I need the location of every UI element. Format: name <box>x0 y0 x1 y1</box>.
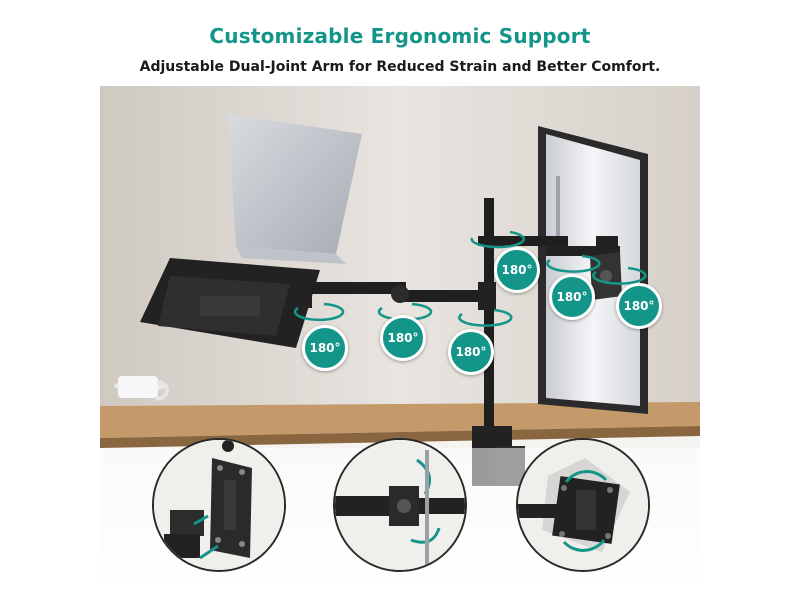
coffee-cup <box>114 376 169 401</box>
rotation-badge-arm-joint-2: 180° <box>448 329 494 375</box>
rotation-arrows <box>293 230 647 327</box>
arm-joint-rotation-detail <box>333 438 467 572</box>
rotation-badge-monitor-mount-1: 180° <box>549 274 595 320</box>
arm-joint-illustration <box>335 440 465 570</box>
laptop-arm <box>296 276 496 310</box>
laptop-tray <box>140 258 320 348</box>
rotation-badge-monitor-arm: 180° <box>494 247 540 293</box>
vesa-rotation-detail <box>516 438 650 572</box>
headline: Customizable Ergonomic Support <box>209 24 591 48</box>
vesa-rotation-illustration <box>518 440 648 570</box>
laptop <box>228 114 362 264</box>
subheadline: Adjustable Dual-Joint Arm for Reduced St… <box>139 59 661 75</box>
vesa-plate-illustration <box>154 440 284 570</box>
product-photo: 180° 180° 180° 180° 180° 180° <box>100 86 700 600</box>
rotation-badge-monitor-mount-2: 180° <box>616 283 662 329</box>
vesa-plate-detail <box>152 438 286 572</box>
mount-pole <box>484 198 494 438</box>
rotation-badge-laptop-tray: 180° <box>302 325 348 371</box>
desk-edge <box>100 426 700 448</box>
rotation-badge-arm-joint-1: 180° <box>380 315 426 361</box>
